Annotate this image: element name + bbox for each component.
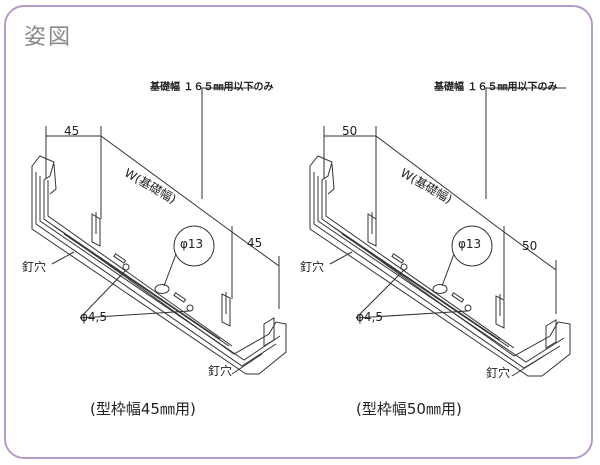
note-label: 基礎幅 １６５㎜用以下のみ (434, 82, 558, 93)
nail-hole-label-left: 釘穴 (300, 260, 325, 274)
bracket-drawing (309, 87, 571, 377)
figure-frame (4, 5, 593, 459)
bracket-drawing (31, 87, 287, 375)
panel-caption: (型枠幅45㎜用) (90, 400, 196, 418)
nail-hole-label-left: 釘穴 (22, 260, 47, 274)
dimension-left: 50 (342, 124, 358, 138)
dimension-left: 45 (64, 124, 80, 138)
small-hole-label: φ4,5 (356, 310, 383, 324)
small-hole-label: φ4,5 (80, 310, 107, 324)
panel-caption: (型枠幅50㎜用) (356, 400, 462, 418)
drawing-panel-50: 基礎幅 １６５㎜用以下のみ 50 W(基礎幅) φ13 50 釘穴 φ4,5 釘… (294, 82, 594, 444)
nail-hole-label-right: 釘穴 (208, 364, 233, 378)
large-hole-label: φ13 (180, 237, 204, 251)
figure-title: 姿図 (24, 25, 73, 50)
note-label: 基礎幅 １６５㎜用以下のみ (150, 82, 274, 93)
drawing-panel-45: 基礎幅 １６５㎜用以下のみ 45 W(基礎幅) φ13 45 釘穴 φ4,5 釘… (14, 82, 314, 444)
large-hole-label: φ13 (458, 237, 482, 251)
dimension-right: 45 (247, 236, 263, 250)
dimension-right: 50 (522, 239, 538, 253)
nail-hole-label-right: 釘穴 (486, 366, 511, 380)
